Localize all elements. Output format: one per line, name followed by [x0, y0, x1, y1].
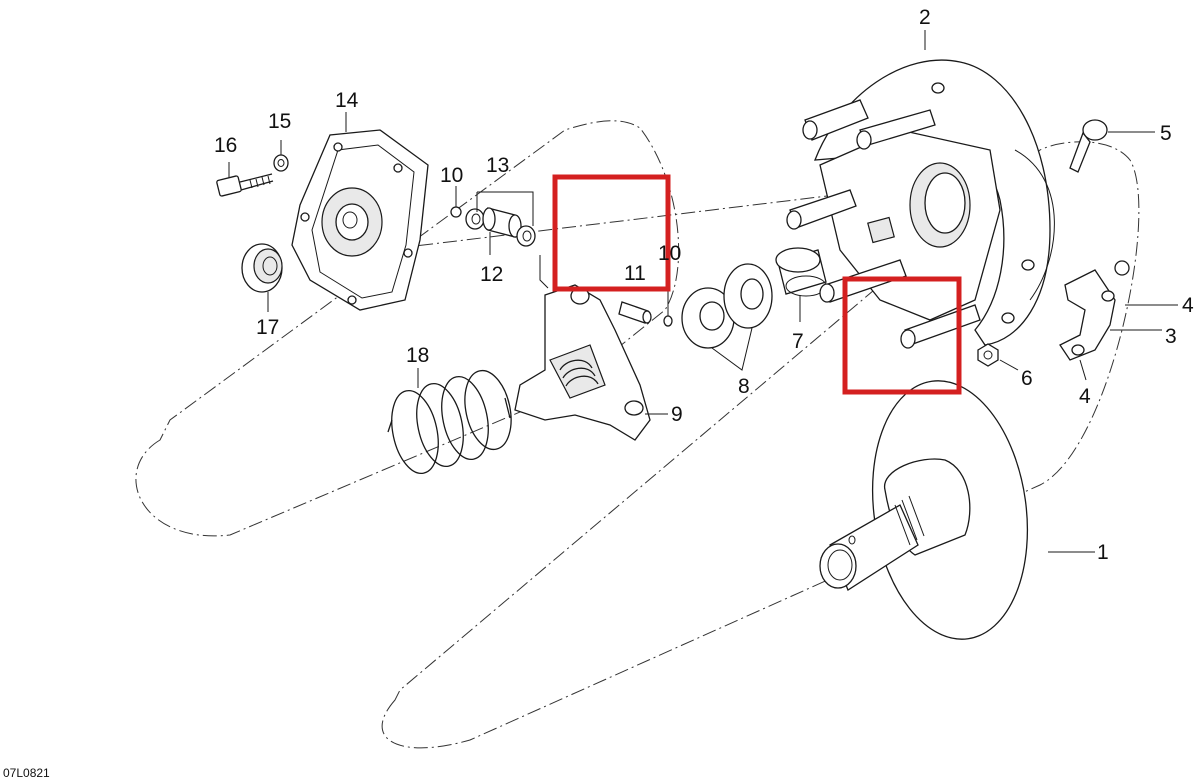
- part-13-roller-set: [465, 207, 536, 247]
- callout-4-bottom: 4: [1079, 385, 1091, 408]
- callout-9: 9: [671, 403, 683, 426]
- callout-10-right: 10: [658, 242, 681, 265]
- callout-8: 8: [738, 375, 750, 398]
- part-10-pin-left: [450, 206, 462, 218]
- callout-2: 2: [919, 6, 931, 29]
- callout-10-left: 10: [440, 164, 463, 187]
- part-1-fixed-sheave: [819, 380, 1029, 640]
- part-11-pins: [618, 301, 673, 327]
- part-8-washers: [681, 263, 773, 349]
- part-17-bushing: [241, 243, 283, 293]
- part-14-cover: [291, 129, 429, 311]
- callout-3: 3: [1165, 325, 1177, 348]
- drawing-code: 07L0821: [3, 766, 50, 780]
- callout-6: 6: [1021, 367, 1033, 390]
- callout-11: 11: [624, 262, 646, 285]
- part-7-sleeve: [775, 247, 827, 297]
- assembly-outline: [135, 120, 1140, 749]
- callout-1: 1: [1097, 541, 1109, 564]
- callout-13: 13: [486, 154, 509, 177]
- callout-15: 15: [268, 110, 291, 133]
- part-5-screw: [1069, 119, 1108, 173]
- part-2-movable-sheave: [786, 59, 1051, 349]
- callout-4-top: 4: [1182, 294, 1194, 317]
- highlight-box-left: [552, 174, 671, 292]
- part-6-nut: [977, 343, 999, 367]
- callout-17: 17: [256, 316, 279, 339]
- part-3-bracket: [1059, 260, 1130, 361]
- part-15-washer: [273, 154, 289, 172]
- part-16-bolt: [216, 173, 274, 197]
- highlight-box-right: [842, 276, 962, 395]
- callout-18: 18: [406, 344, 429, 367]
- leader-lines: [228, 30, 1178, 553]
- callout-16: 16: [214, 134, 237, 157]
- callout-5: 5: [1160, 122, 1172, 145]
- callout-14: 14: [335, 89, 359, 112]
- callout-12: 12: [480, 263, 503, 286]
- callout-7: 7: [792, 330, 804, 353]
- callout-labels: 1 2 3 4 4 5 6 7 8 9 10 10 11 12 13 14 15…: [214, 6, 1194, 564]
- part-9-spider: [514, 284, 651, 441]
- part-18-spring: [387, 369, 512, 474]
